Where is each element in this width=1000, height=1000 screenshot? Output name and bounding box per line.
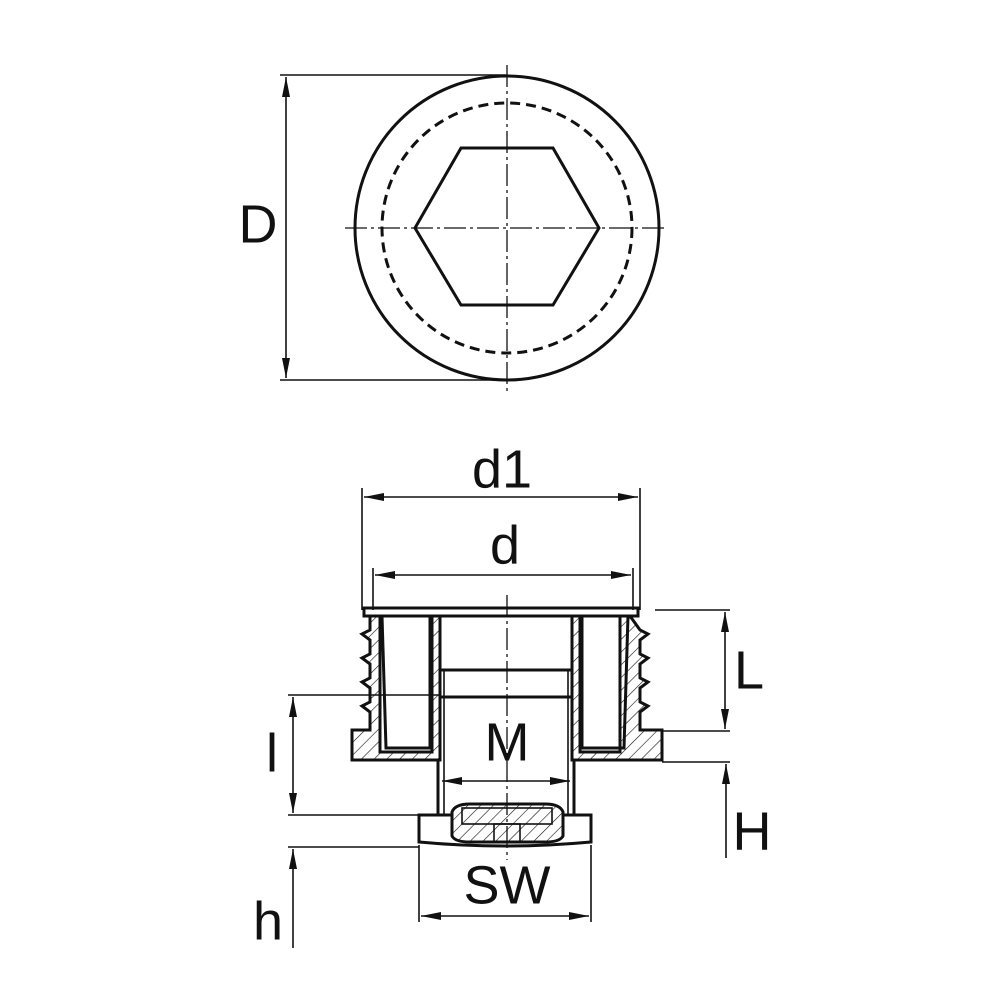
label-L: L	[734, 640, 764, 700]
label-M: M	[485, 712, 530, 772]
body-left-section	[350, 614, 442, 762]
hex-nut	[417, 813, 593, 848]
label-d1: d1	[472, 439, 532, 499]
label-d: d	[490, 515, 520, 575]
label-h: h	[253, 891, 283, 951]
right-pocket	[580, 615, 630, 750]
body-right-section	[570, 614, 664, 762]
cap-top	[362, 606, 640, 618]
label-H: H	[733, 801, 772, 861]
left-pocket	[380, 615, 432, 750]
hex-socket	[413, 146, 601, 307]
label-SW: SW	[464, 855, 551, 915]
top-view: D	[239, 65, 668, 392]
label-l: l	[266, 723, 278, 783]
section-view: d1 d M L H	[253, 439, 772, 951]
nut-insert	[450, 802, 565, 844]
label-D: D	[239, 194, 278, 254]
